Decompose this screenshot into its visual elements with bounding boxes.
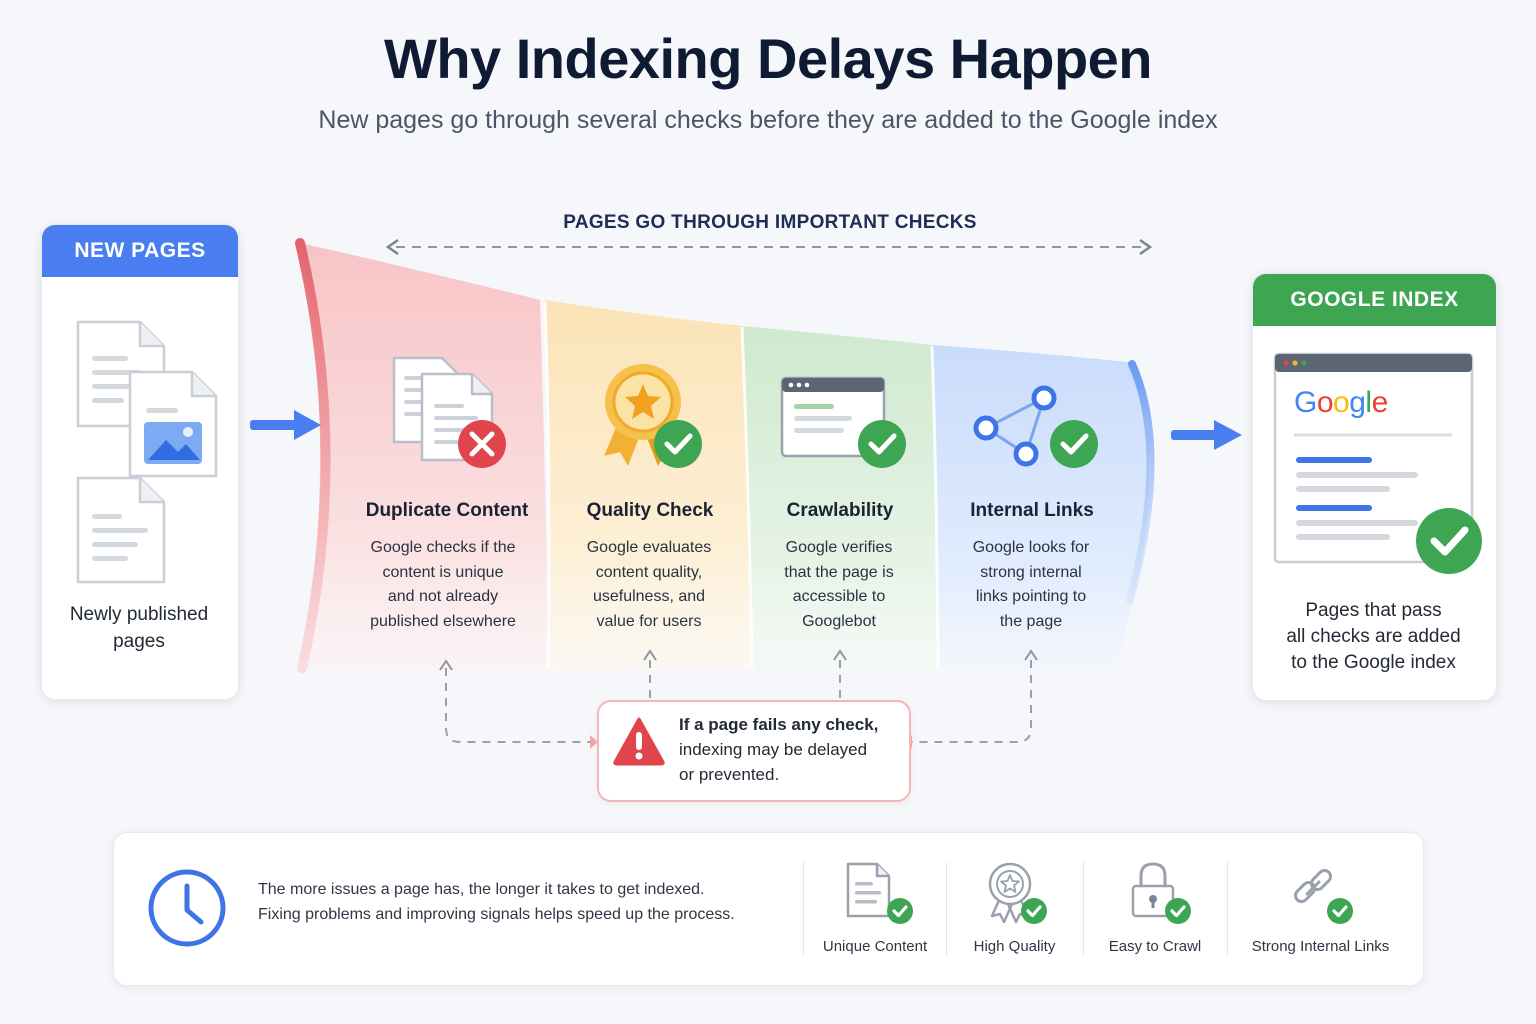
new-pages-header: NEW PAGES [42,225,238,277]
checks-heading: PAGES GO THROUGH IMPORTANT CHECKS [563,212,977,233]
document-check-icon [846,862,913,924]
divider [1227,862,1228,956]
clock-icon [148,869,226,947]
lock-check-icon [1131,862,1191,924]
stage-title-crawlability: Crawlability [786,500,894,521]
link-network-icon [973,385,1098,468]
stage-title-quality: Quality Check [586,500,714,521]
funnel-left-edge [295,238,331,673]
google-logo: Google [1294,386,1388,419]
bottom-summary-panel [113,832,1424,986]
divider [946,862,947,956]
google-index-header: GOOGLE INDEX [1253,274,1496,326]
stage-title-duplicate: Duplicate Content [365,500,529,521]
funnel-segment-quality [545,300,752,670]
divider [1083,862,1084,956]
stage-title-internal-links: Internal Links [970,500,1094,521]
funnel-right-edge [1126,360,1155,604]
warning-text: If a page fails any check, indexing may … [679,715,879,784]
page-subtitle: New pages go through several checks befo… [318,106,1218,134]
chain-link-check-icon [1293,868,1353,924]
divider [803,862,804,956]
arrow-to-funnel-icon [250,410,321,440]
browser-window-icon [780,376,906,468]
award-check-icon [988,862,1047,924]
arrow-to-index-icon [1171,420,1242,450]
feature-label-easy-to-crawl: Easy to Crawl [1108,938,1202,955]
bottom-summary-text: The more issues a page has, the longer i… [258,881,735,923]
new-pages-documents-icon [76,320,218,584]
feature-label-unique-content: Unique Content [822,938,928,955]
google-search-window-icon [1273,352,1482,574]
new-pages-caption: Newly published pages [69,604,209,652]
award-medal-icon [604,364,702,468]
page-title: Why Indexing Delays Happen [383,27,1153,90]
feature-label-strong-internal-links: Strong Internal Links [1251,938,1390,955]
duplicate-documents-icon [392,356,506,468]
warning-icon [613,717,665,766]
feature-label-high-quality: High Quality [973,938,1056,955]
google-index-caption: Pages that pass all checks are added to … [1286,600,1461,673]
